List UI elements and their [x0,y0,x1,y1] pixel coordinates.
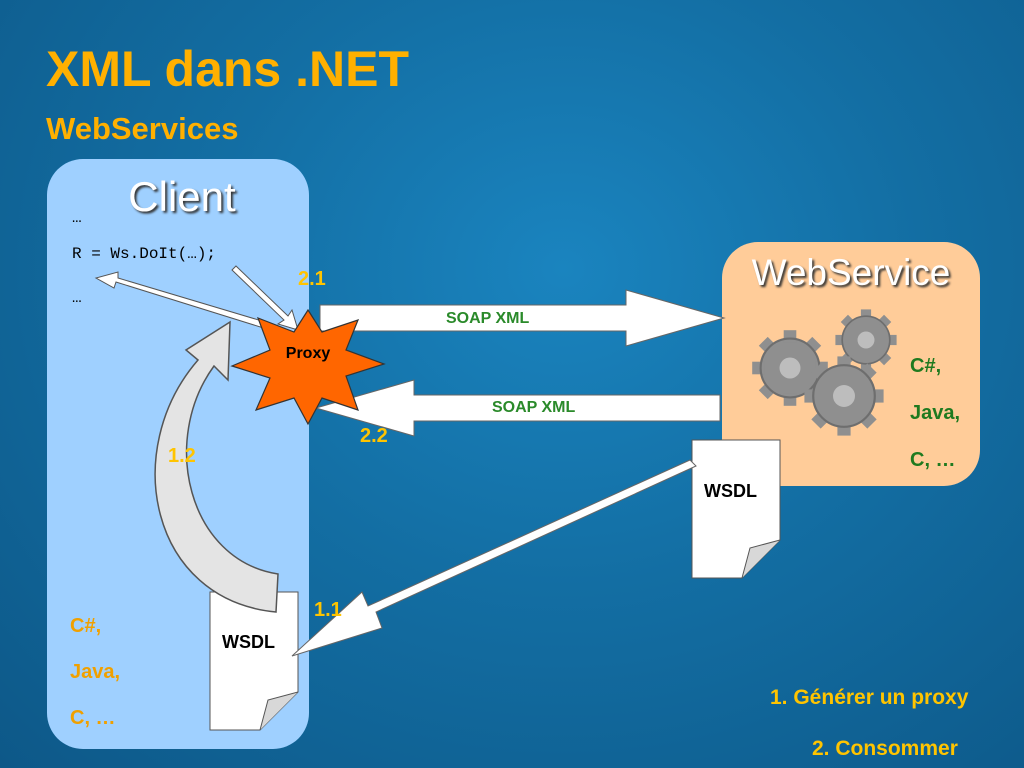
ws-lang-3: C, … [910,449,956,471]
client-wsdl-label: WSDL [222,632,275,652]
legend-item-1: 1. Générer un proxy [770,686,969,709]
legend-item-2: 2. Consommer [812,737,958,760]
client-lang-1: C#, [70,615,102,637]
server-wsdl-label: WSDL [704,481,757,501]
code-line-1: … [72,209,82,227]
slide-title: XML dans .NET [46,41,410,97]
step-2-2: 2.2 [360,425,388,447]
step-2-1: 2.1 [298,268,326,290]
webservice-title: WebService [751,252,951,293]
code-line-3: … [72,289,82,307]
call-proxy-arrow [231,265,299,331]
client-title: Client [128,173,236,220]
client-lang-3: C, … [70,707,116,729]
client-lang-2: Java, [70,661,121,683]
soap-response-label: SOAP XML [492,399,576,416]
return-result-arrow [94,271,273,331]
soap-response-arrow [314,379,721,437]
generate-proxy-arrow [154,320,279,613]
client-wsdl-document [209,591,299,731]
soap-request-label: SOAP XML [446,310,530,327]
ws-lang-1: C#, [910,355,942,377]
wsdl-download-arrow [291,459,697,657]
slide-subtitle: WebServices [46,111,239,146]
soap-request-arrow [319,289,726,347]
ws-lang-2: Java, [910,402,961,424]
proxy-label: Proxy [285,345,331,362]
proxy-starburst [230,308,386,426]
step-1-1: 1.1 [314,599,342,621]
step-1-2: 1.2 [168,445,196,467]
code-line-2: R = Ws.DoIt(…); [72,245,217,263]
server-wsdl-document [691,439,781,579]
gear-icon [803,355,885,437]
